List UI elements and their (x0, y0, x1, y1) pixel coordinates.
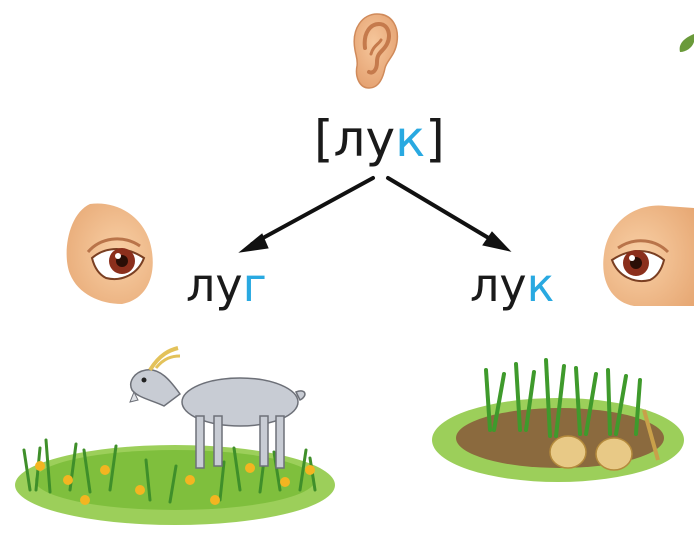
left-arrow-line (252, 178, 373, 244)
left-word-stem: лу (186, 258, 243, 312)
word-meadow: луг (186, 262, 267, 308)
word-onion: лук (470, 262, 554, 308)
right-word-last-letter: к (527, 258, 555, 312)
right-word-stem: лу (470, 258, 527, 312)
left-eye-icon (60, 200, 160, 305)
right-eye-icon (596, 202, 694, 307)
onion-garden-picture (430, 350, 694, 490)
right-arrow-line (388, 178, 497, 243)
left-word-last-letter: г (243, 258, 267, 312)
goat-meadow-picture (10, 340, 340, 530)
